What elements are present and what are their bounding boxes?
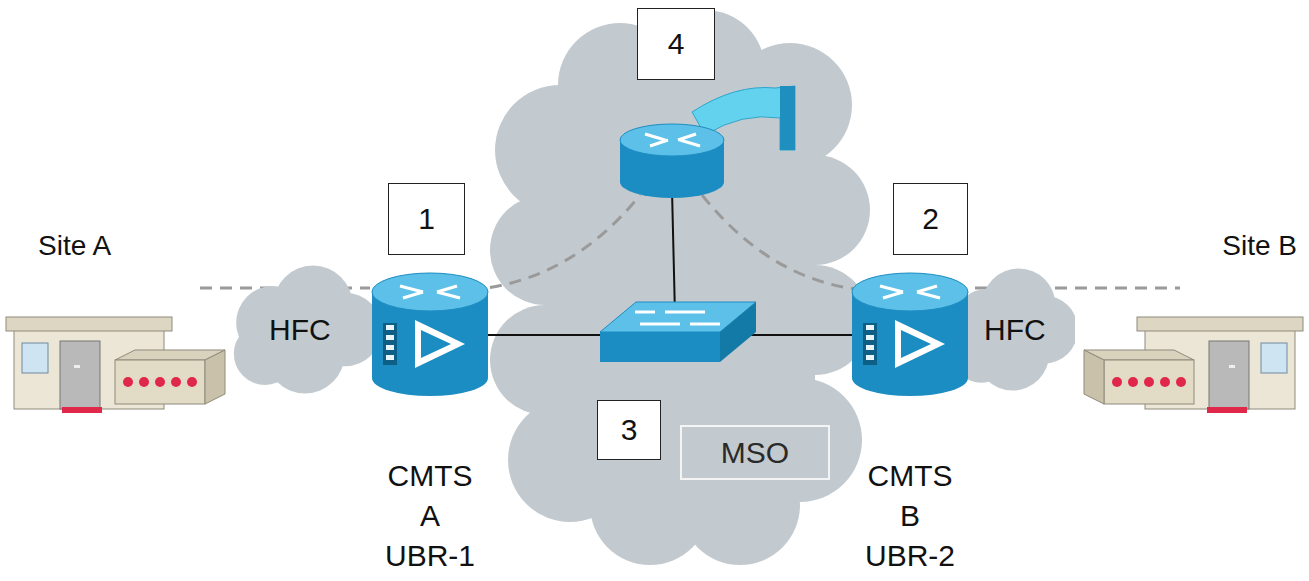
hfc-cloud: HFC [950, 262, 1075, 397]
cmts-router-symbol [365, 268, 495, 403]
site-name: Site A [38, 229, 111, 263]
node-label: MSO [721, 436, 789, 470]
building-symbol [0, 225, 240, 415]
callout-number-text: 1 [418, 202, 435, 236]
device-name: CMTS B UBR-2 [860, 456, 960, 576]
callout-number: 4 [637, 8, 715, 80]
callout-number-text: 2 [922, 202, 939, 236]
mso-box: MSO [680, 425, 830, 480]
callout-number-text: 3 [621, 413, 638, 447]
cmts-router: CMTS A UBR-1 [365, 268, 495, 580]
hfc-cloud: HFC [225, 262, 385, 397]
mso-cloud [490, 10, 870, 565]
cmts-router-symbol [845, 268, 975, 403]
node-label: HFC [269, 313, 331, 347]
site-building: Site A [0, 225, 240, 415]
site-name: Site B [1222, 229, 1297, 263]
router-symbol [620, 124, 724, 198]
callout-number-text: 4 [668, 27, 685, 61]
callout-number: 2 [893, 183, 968, 255]
node-label: HFC [984, 313, 1046, 347]
device-name: CMTS A UBR-1 [380, 456, 480, 576]
callout-number: 1 [388, 183, 465, 255]
site-building: Site B [1069, 225, 1309, 415]
link-line [672, 190, 675, 315]
callout-number: 3 [597, 400, 661, 460]
cmts-router: CMTS B UBR-2 [845, 268, 975, 580]
switch-symbol [600, 302, 756, 362]
